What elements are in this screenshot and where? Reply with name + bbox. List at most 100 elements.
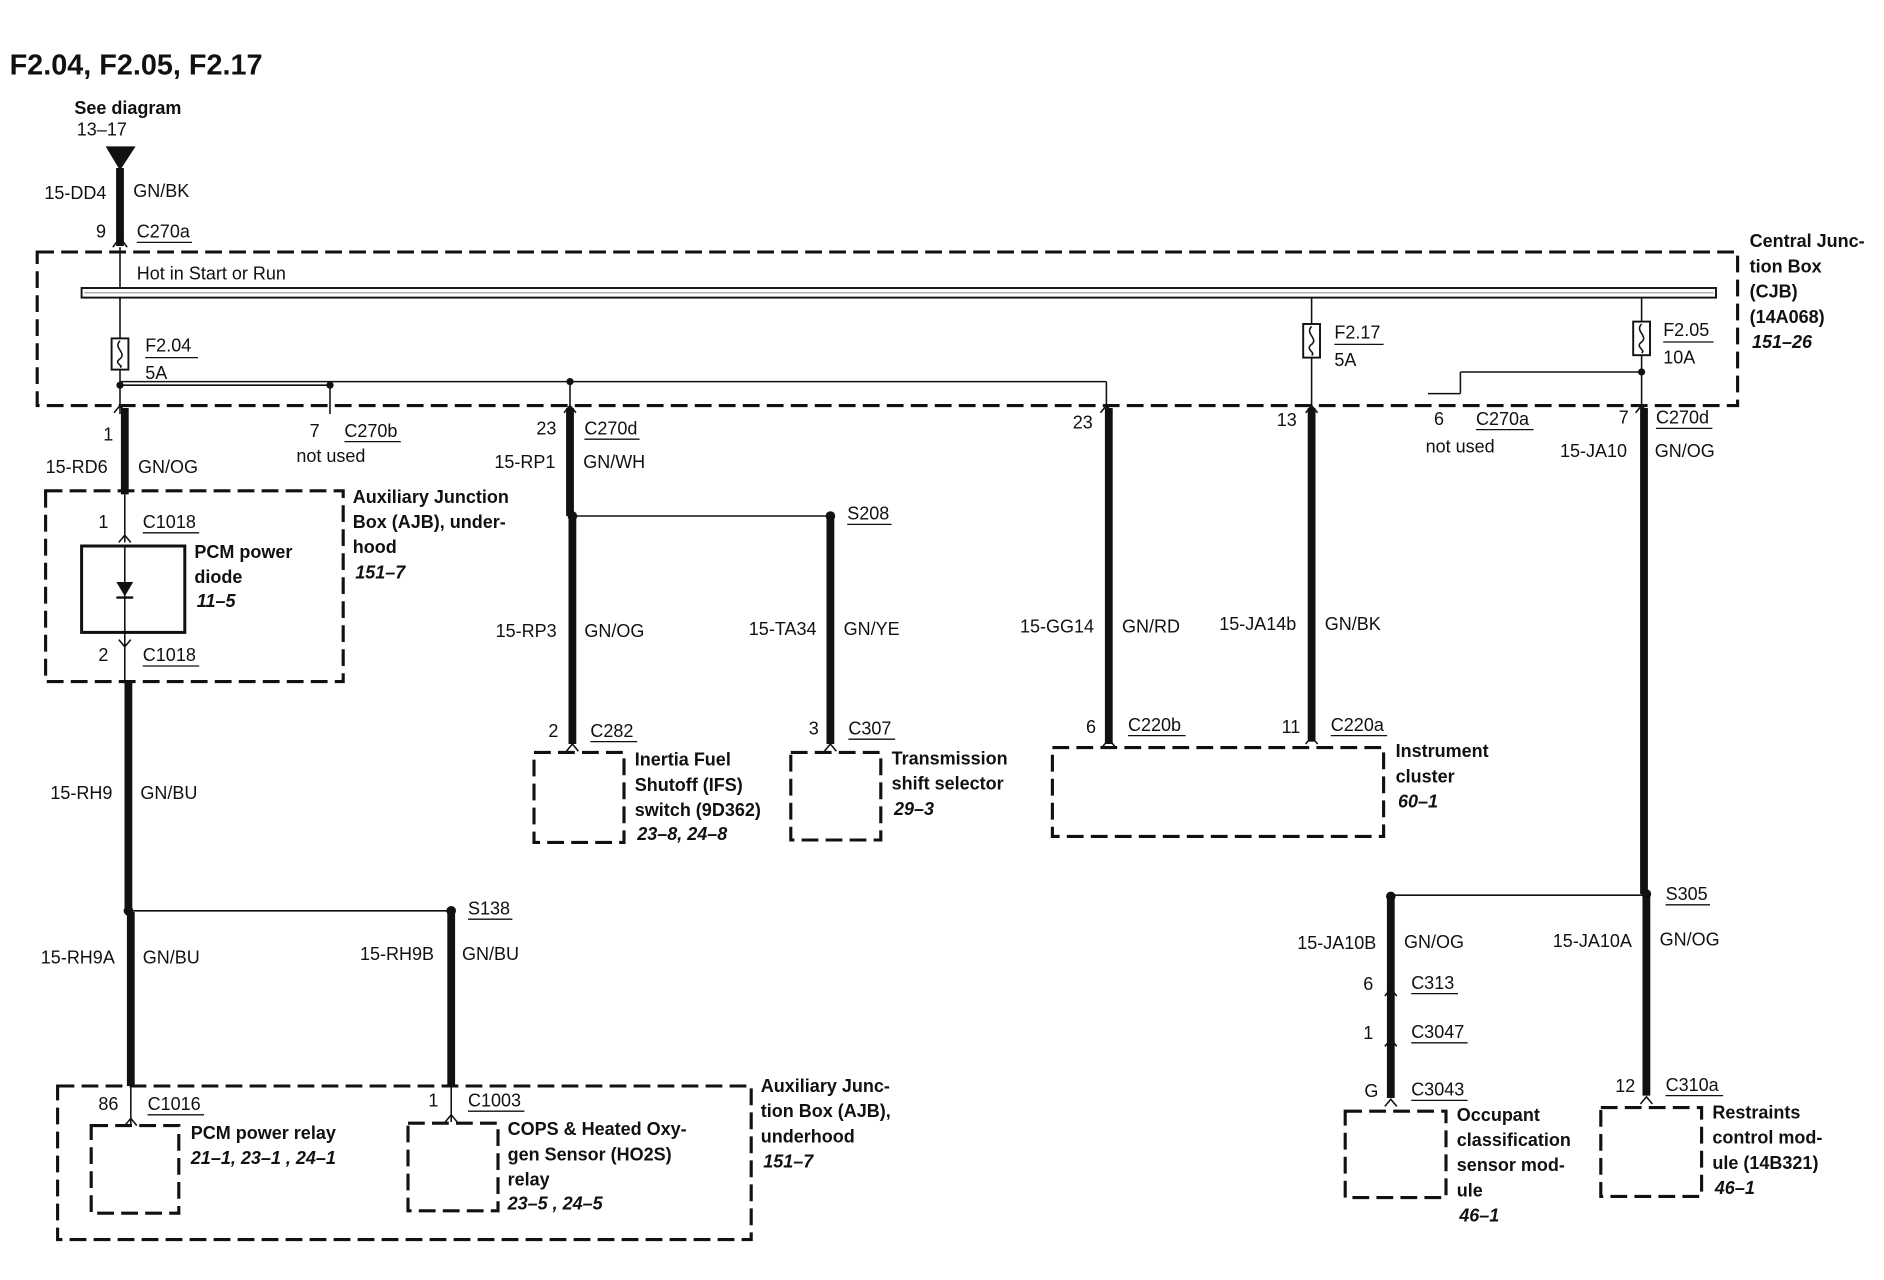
pin-number: 3 [809,718,819,738]
junction-dot [566,378,574,386]
pin-number: 86 [98,1094,118,1114]
pin-number: 23 [1073,412,1093,432]
pin-number: 1 [428,1090,438,1110]
wire-label: 15-GG14 [1020,616,1094,636]
diagram-title: F2.04, F2.05, F2.17 [10,49,263,81]
pin-number: 1 [1363,1023,1373,1043]
wire-label: 15-RP1 [494,452,555,472]
wire-label: 15-RH9A [41,948,115,968]
connector-label: C3047 [1411,1022,1464,1042]
tss-ref: 29–3 [893,799,934,819]
wire-color: GN/OG [1660,930,1720,950]
pin-number: 6 [1363,974,1373,994]
wire-color: GN/OG [584,621,644,641]
connector-pin-icon [124,1117,138,1127]
feed-label: See diagram [74,98,181,118]
wire-color: GN/WH [583,452,645,472]
cjb-title-3: (CJB) [1750,282,1798,302]
cops-title-1: COPS & Heated Oxy- [508,1119,687,1139]
not-used-label: not used [1426,436,1495,456]
connector-pin-icon [1305,404,1319,414]
pcm-relay-title: PCM power relay [191,1123,336,1143]
wire-label: 15-JA14b [1219,614,1296,634]
ic-title-2: cluster [1396,766,1455,786]
connector-pin-icon [1305,735,1319,745]
wire-label: 15-TA34 [749,619,817,639]
feed-ref: 13–17 [77,120,127,140]
instrument-cluster-box [1050,746,1386,838]
ajb-upper-ref: 151–7 [355,562,406,582]
wire-color: GN/BU [462,944,519,964]
connector-label: C1018 [143,512,196,532]
ajb-lower-title-3: underhood [761,1126,855,1146]
wire-color: GN/BK [1325,614,1381,634]
connector-pin-icon [1384,1097,1398,1107]
fuse-element [1638,323,1645,354]
connector-pin-icon [563,404,577,414]
wire-label: 15-JA10B [1297,933,1376,953]
connector-label: C3043 [1411,1080,1464,1100]
pin-number: 9 [96,222,106,242]
wire-label: 15-RH9 [50,783,112,803]
connector-label: C270a [1476,409,1530,429]
connector-label: C282 [590,721,633,741]
ocs-module-box [1343,1109,1448,1200]
wire-color: GN/BU [143,948,200,968]
connector-pin-icon [1384,1037,1398,1047]
pcm-relay-ref: 21–1, 23–1 , 24–1 [190,1148,336,1168]
pin-number: 1 [98,512,108,532]
pin-number: 2 [98,645,108,665]
wire-color: GN/YE [844,619,900,639]
connector-pin-icon [118,533,132,543]
fuse-id: F2.04 [145,336,191,356]
pin-number: 11 [1282,717,1301,737]
fuse-id: F2.17 [1334,322,1380,342]
ifs-ref: 23–8, 24–8 [636,824,727,844]
pin-number: 23 [536,418,556,438]
cjb-box [35,250,1740,408]
junction-dot [1638,368,1646,376]
connector-label: C307 [848,718,891,738]
diode-icon [116,582,134,597]
cops-relay-box [406,1121,500,1213]
wire-color: GN/BU [140,783,197,803]
wire-color: GN/OG [138,457,198,477]
ic-title-1: Instrument [1396,741,1489,761]
pin-number: G [1364,1081,1378,1101]
cops-title-2: gen Sensor (HO2S) [508,1144,672,1164]
pcm-relay-box [89,1124,181,1215]
wire-label: 15-JA10A [1553,931,1632,951]
pin-number: 7 [310,421,320,441]
ifs-title-1: Inertia Fuel [635,750,731,770]
cjb-title-2: tion Box [1750,256,1822,276]
ajb-lower-ref: 151–7 [763,1152,814,1172]
ocs-title-4: ule [1457,1180,1483,1200]
ic-ref: 60–1 [1398,792,1438,812]
pin-number: 12 [1615,1076,1635,1096]
pcm-diode-box [80,544,187,634]
wire-color: GN/OG [1655,441,1715,461]
pin-number: 13 [1277,410,1297,430]
pin-number: 1 [103,424,113,444]
cjb-title-1: Central Junc- [1750,231,1865,251]
connector-pin-icon [565,742,579,752]
splice-label: S138 [468,898,510,918]
connector-pin-icon [823,742,837,752]
wire-color: GN/OG [1404,932,1464,952]
pin-number: 2 [548,721,558,741]
connector-label: C313 [1411,973,1454,993]
connector-label: C1003 [468,1090,521,1110]
wire-label: 15-DD4 [44,183,106,203]
connector-pin-icon [1384,987,1398,997]
pin-number: 6 [1434,409,1444,429]
ocs-title-1: Occupant [1457,1105,1540,1125]
fuse-element [116,340,123,368]
ajb-upper-title-3: hood [353,537,397,557]
ajb-lower-title-1: Auxiliary Junc- [761,1076,890,1096]
tss-title-2: shift selector [892,774,1004,794]
fuse-rating: 10A [1663,348,1695,368]
fuse-id: F2.05 [1663,320,1709,340]
connector-label: C220a [1331,715,1385,735]
connector-pin-icon [444,1113,458,1123]
